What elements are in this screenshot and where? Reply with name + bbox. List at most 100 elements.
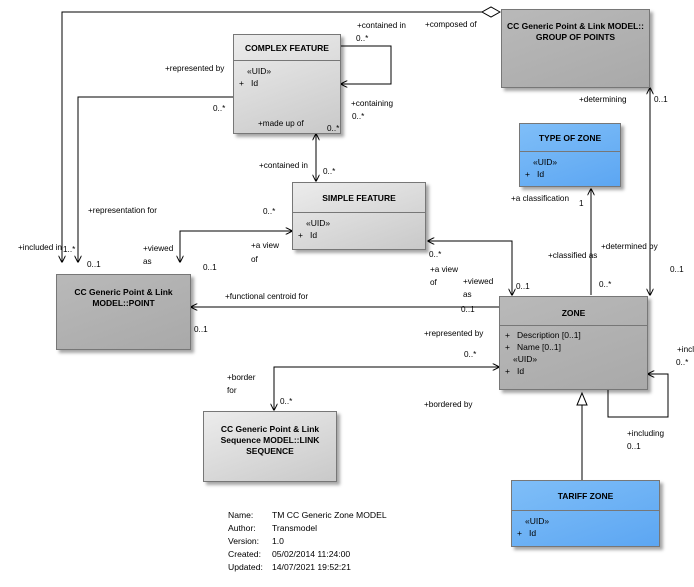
multiplicity-label: 1 xyxy=(579,199,584,208)
class-name-line: Sequence MODEL::LINK xyxy=(220,435,320,445)
attribute-name: Id xyxy=(517,366,525,376)
attribute-name: Id xyxy=(529,528,537,538)
multiplicity-label: 0..1 xyxy=(203,263,217,272)
point-class[interactable]: CC Generic Point & Link MODEL::POINT xyxy=(56,274,191,350)
metadata-key: Created: xyxy=(228,549,261,559)
class-divider xyxy=(520,151,620,152)
metadata-value: 1.0 xyxy=(272,536,284,546)
role-label: +containing xyxy=(351,99,394,108)
view-of-left-connector xyxy=(180,231,292,262)
class-name: CC Generic Point & Link MODEL::POINT xyxy=(57,275,190,309)
multiplicity-label: 0..* xyxy=(599,280,612,289)
class-name-line: CC Generic Point & Link xyxy=(220,424,320,434)
class-name-line: CC Generic Point & Link MODEL:: xyxy=(507,21,644,31)
metadata-row: Created: 05/02/2014 11:24:00 xyxy=(228,548,387,561)
attribute-row: + Description [0..1] xyxy=(505,329,642,341)
multiplicity-label: 0..1 xyxy=(194,325,208,334)
complex-feature-self-loop xyxy=(341,45,392,84)
class-name: TARIFF ZONE xyxy=(557,491,614,501)
attribute-name: Id xyxy=(537,169,545,179)
visibility-marker: + xyxy=(517,528,522,538)
multiplicity-label: 0..1 xyxy=(87,260,101,269)
class-name: CC Generic Point & Link MODEL:: GROUP OF… xyxy=(502,10,649,43)
class-divider xyxy=(234,60,340,61)
role-label: +included in xyxy=(18,243,62,252)
attribute-section: «UID» + Id xyxy=(520,152,620,180)
complex-feature-class[interactable]: COMPLEX FEATURE «UID» + Id xyxy=(233,34,341,134)
metadata-value: TM CC Generic Zone MODEL xyxy=(272,510,387,520)
attribute-section: «UID» + Id xyxy=(512,511,659,539)
view-of-right-connector xyxy=(428,241,512,295)
attribute-name: Name [0..1] xyxy=(517,342,561,352)
metadata-row: Author: Transmodel xyxy=(228,522,387,535)
tariff-zone-class[interactable]: TARIFF ZONE «UID» + Id xyxy=(511,480,660,547)
zone-class[interactable]: ZONE + Description [0..1] + Name [0..1] … xyxy=(499,296,648,390)
role-label: as xyxy=(463,290,472,299)
multiplicity-label: 0..* xyxy=(356,34,369,43)
metadata-row: Name: TM CC Generic Zone MODEL xyxy=(228,509,387,522)
class-name-line: SEQUENCE xyxy=(246,446,294,456)
class-name: COMPLEX FEATURE xyxy=(245,43,329,53)
class-divider xyxy=(293,212,425,213)
role-label: +determining xyxy=(579,95,627,104)
multiplicity-label: 0..1 xyxy=(461,305,475,314)
attribute-name: Id xyxy=(310,230,318,240)
role-label: +contained in xyxy=(259,161,308,170)
metadata-key: Author: xyxy=(228,523,256,533)
role-label: +viewed xyxy=(463,277,494,286)
attribute-section: + Description [0..1] + Name [0..1] «UID»… xyxy=(500,326,647,377)
multiplicity-label: 0..* xyxy=(464,350,477,359)
class-name-line: MODEL::POINT xyxy=(92,298,155,308)
link-sequence-class[interactable]: CC Generic Point & Link Sequence MODEL::… xyxy=(203,411,337,482)
visibility-marker: + xyxy=(525,169,530,179)
attribute-row: + Id xyxy=(525,168,615,180)
multiplicity-label: 0..1 xyxy=(516,282,530,291)
role-label: +border xyxy=(227,373,256,382)
attribute-row: + Id xyxy=(298,229,420,241)
metadata-row: Updated:14/07/2021 19:52:21 xyxy=(228,561,387,574)
metadata-key: Name: xyxy=(228,510,254,520)
attribute-row: + Id xyxy=(505,365,642,377)
class-name: TYPE OF ZONE xyxy=(538,133,602,143)
simple-feature-class[interactable]: SIMPLE FEATURE «UID» + Id xyxy=(292,182,426,250)
role-label: as xyxy=(143,257,152,266)
multiplicity-label: 0..* xyxy=(676,358,689,367)
role-label: +bordered by xyxy=(424,400,473,409)
role-label: +contained in xyxy=(357,21,406,30)
diagram-metadata: Name: TM CC Generic Zone MODEL Author: Tra… xyxy=(228,509,387,574)
class-name-line: CC Generic Point & Link xyxy=(74,287,173,297)
role-label: +functional centroid for xyxy=(225,292,309,301)
multiplicity-label: 0..* xyxy=(263,207,276,216)
role-label: +a classification xyxy=(511,194,570,203)
represented-by-connector xyxy=(78,96,233,262)
metadata-key: Updated: xyxy=(228,562,263,572)
attribute-name: Id xyxy=(251,78,259,88)
role-label: of xyxy=(251,255,258,264)
role-label: +representation for xyxy=(88,206,157,215)
visibility-marker: + xyxy=(298,230,303,240)
stereotype-label: «UID» xyxy=(513,354,538,364)
metadata-row: Version:1.0 xyxy=(228,535,387,548)
role-label: for xyxy=(227,386,237,395)
attribute-row: + Name [0..1] xyxy=(505,341,642,353)
metadata-value: 05/02/2014 11:24:00 xyxy=(272,549,351,559)
role-label: +a view xyxy=(430,265,458,274)
visibility-marker: + xyxy=(505,342,510,352)
aggregation-diamond xyxy=(480,6,502,18)
type-of-zone-class[interactable]: TYPE OF ZONE «UID» + Id xyxy=(519,123,621,187)
multiplicity-label: 0..* xyxy=(327,124,340,133)
class-divider xyxy=(500,325,647,326)
attribute-name: Description [0..1] xyxy=(517,330,581,340)
class-name-line: GROUP OF POINTS xyxy=(535,32,616,42)
multiplicity-label: 0..1 xyxy=(670,265,684,274)
metadata-value: Transmodel xyxy=(272,523,318,533)
class-name: SIMPLE FEATURE xyxy=(322,193,396,203)
visibility-marker: + xyxy=(505,330,510,340)
attribute-row: + Id xyxy=(517,527,654,539)
multiplicity-label: 0..* xyxy=(213,104,226,113)
group-of-points-class[interactable]: CC Generic Point & Link MODEL:: GROUP OF… xyxy=(501,9,650,88)
role-label: +a view xyxy=(251,241,279,250)
role-label: +made up of xyxy=(258,119,304,128)
